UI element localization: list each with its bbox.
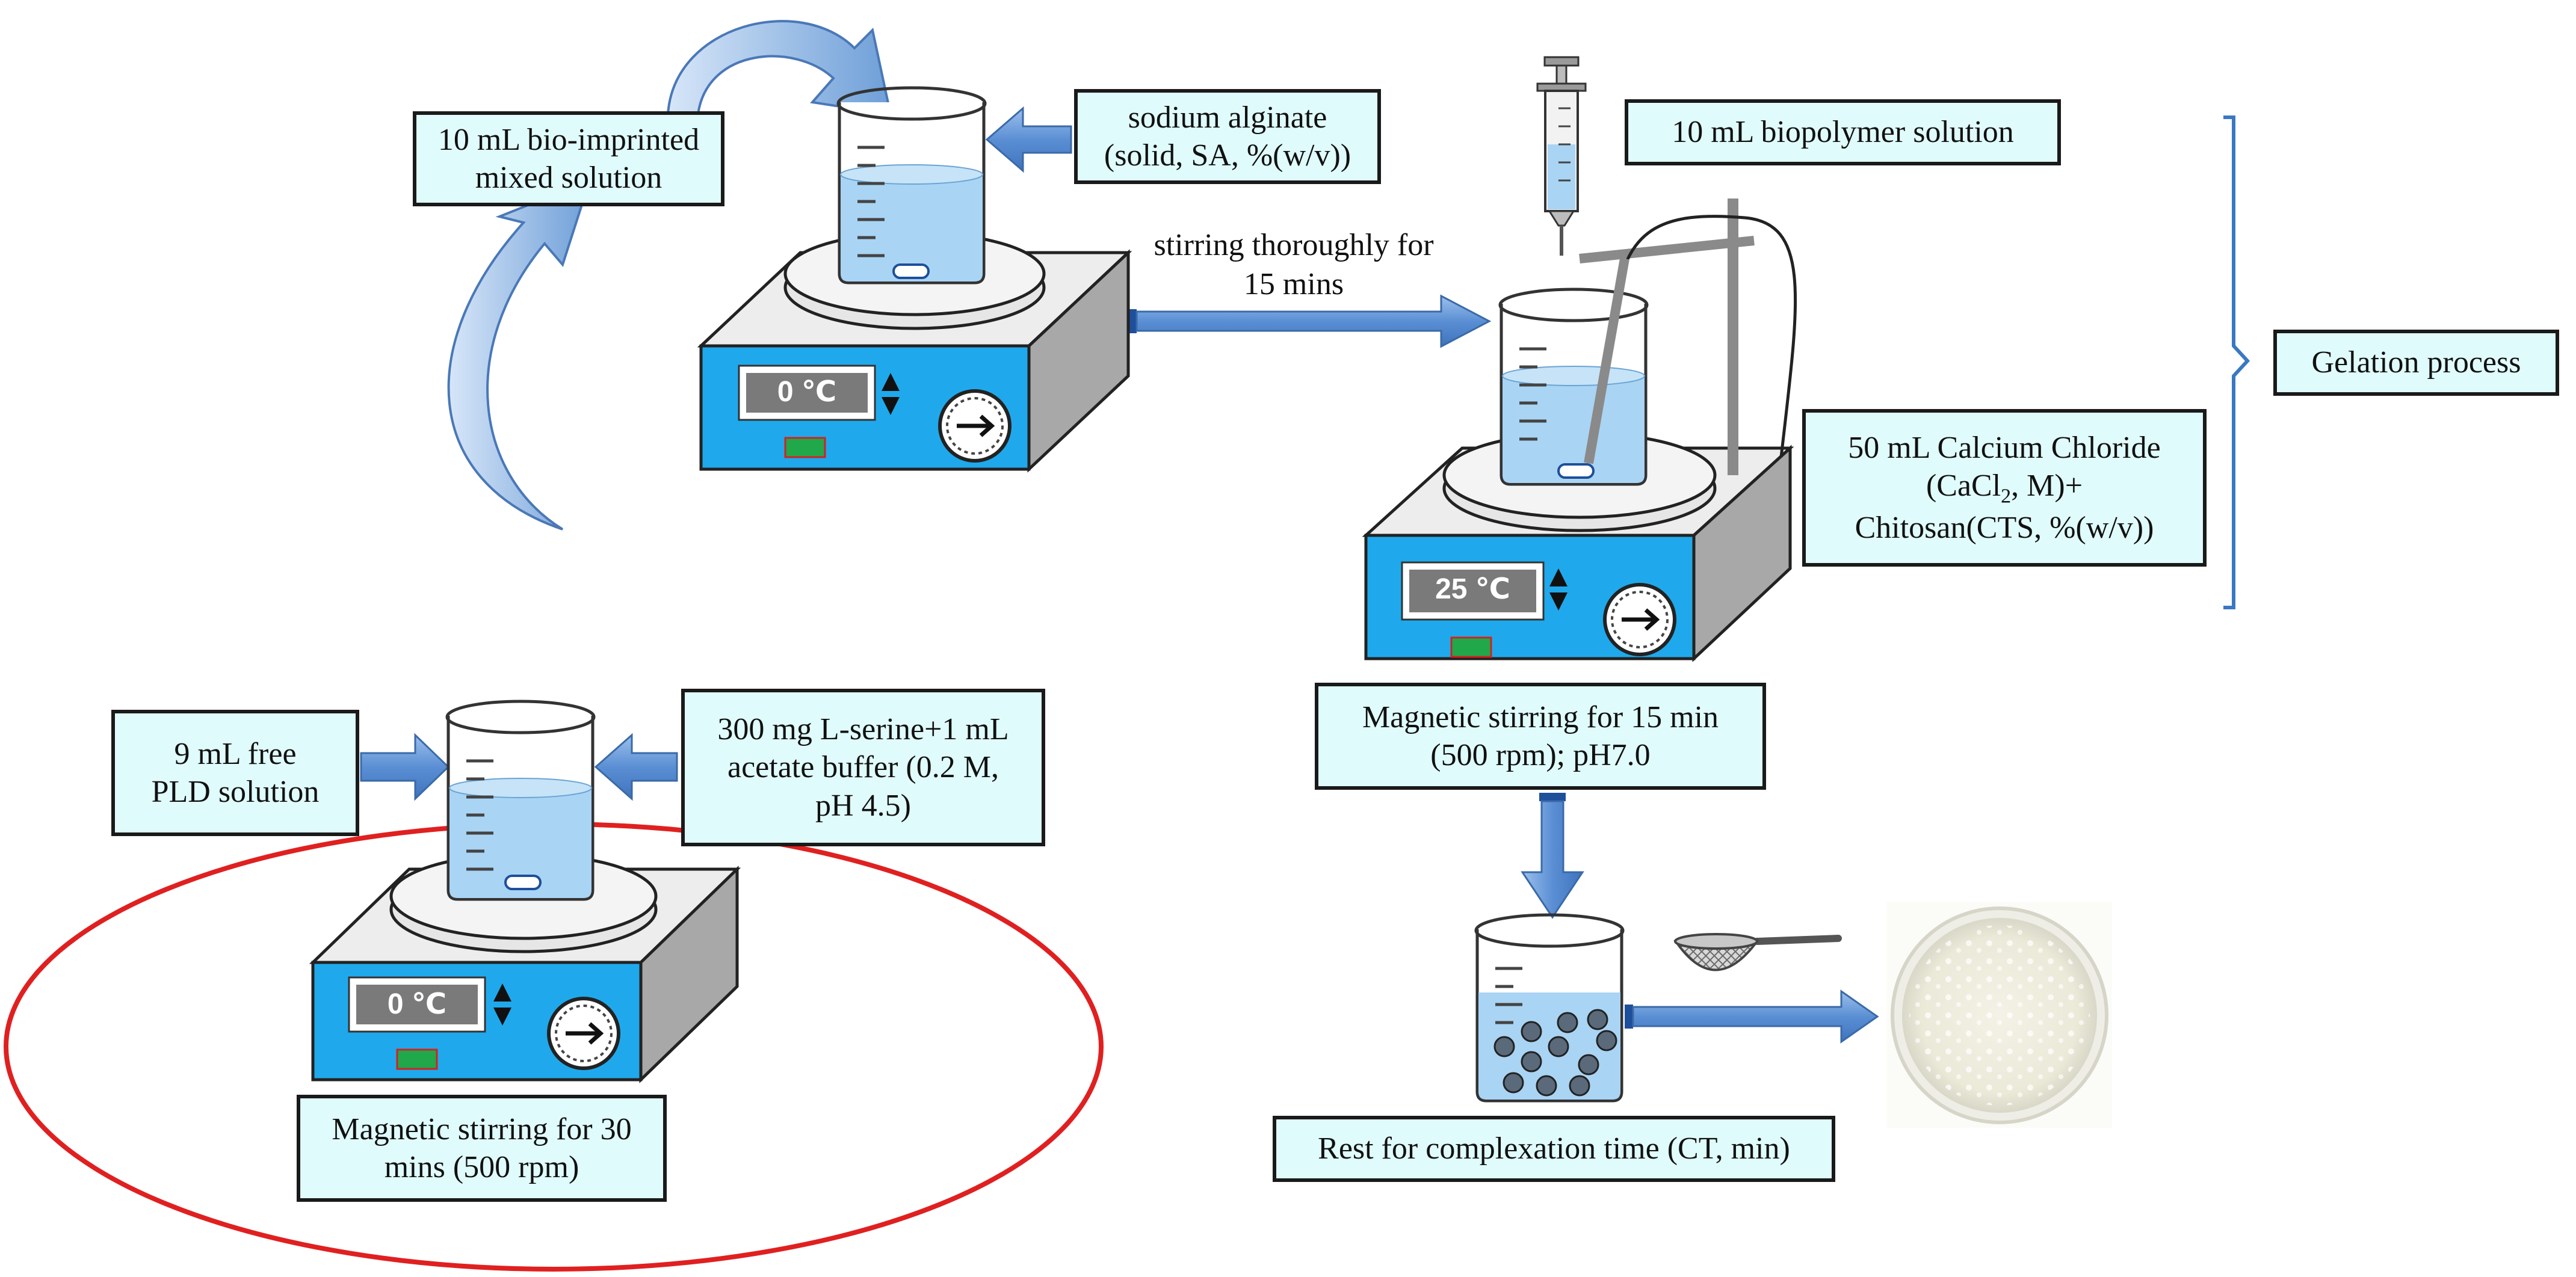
syringe	[1536, 56, 1587, 256]
gelation-label: Gelation process	[2273, 330, 2559, 396]
magnetic-30-line2: mins (500 rpm)	[384, 1150, 579, 1184]
calcium-chloride-line2: (CaCl2, M)+	[1926, 469, 2083, 508]
magnetic-15-line1: Magnetic stirring for 15 min	[1362, 700, 1719, 734]
magnetic-stirring-15-label: Magnetic stirring for 15 min (500 rpm); …	[1315, 683, 1766, 790]
arrow-down-cap	[1539, 793, 1566, 801]
magnetic-stirring-30-label: Magnetic stirring for 30 mins (500 rpm)	[297, 1095, 667, 1202]
sodium-alginate-label: sodium alginate (solid, SA, %(w/v))	[1074, 89, 1381, 184]
calcium-chloride-label: 50 mL Calcium Chloride (CaCl2, M)+ Chito…	[1802, 409, 2207, 567]
calcium-chloride-line1: 50 mL Calcium Chloride	[1848, 430, 2161, 465]
beaker-top	[836, 86, 987, 285]
beaker-right	[1498, 198, 1797, 486]
free-pld-line1: 9 mL free	[174, 736, 297, 771]
arrow-beads-to-dish	[1632, 989, 1879, 1044]
stirring-thoroughly-line2: 15 mins	[1243, 267, 1344, 301]
arrow-serine-to-beaker	[594, 733, 678, 801]
temp-readout-left: 0 ℃	[387, 988, 447, 1020]
curve-arrow-over	[666, 20, 892, 116]
beaker-left	[445, 700, 596, 901]
rest-complexation-text: Rest for complexation time (CT, min)	[1318, 1131, 1790, 1166]
calcium-chloride-line3: Chitosan(CTS, %(w/v))	[1855, 510, 2154, 545]
temp-readout-right: 25 ℃	[1435, 573, 1510, 605]
stirring-thoroughly-text: stirring thoroughly for 15 mins	[1125, 226, 1462, 304]
l-serine-line2: acetate buffer (0.2 M,	[727, 750, 999, 785]
sodium-alginate-line2: (solid, SA, %(w/v))	[1104, 138, 1351, 173]
l-serine-label: 300 mg L-serine+1 mL acetate buffer (0.2…	[681, 689, 1045, 846]
arrow-sa-to-beaker	[985, 106, 1072, 173]
temp-readout-top: 0 ℃	[777, 376, 837, 408]
arrow-down-to-rest	[1521, 800, 1584, 919]
curve-arrow-up	[447, 178, 592, 531]
magnetic-30-line1: Magnetic stirring for 30	[332, 1112, 632, 1146]
gelation-bracket	[2223, 115, 2250, 609]
rest-complexation-label: Rest for complexation time (CT, min)	[1273, 1116, 1835, 1182]
bio-imprinted-line2: mixed solution	[475, 161, 663, 195]
arrow-pld-to-beaker	[360, 733, 450, 801]
hotplate-stirrer-left	[309, 852, 741, 1083]
beaker-beads	[1474, 913, 1625, 1103]
sodium-alginate-line1: sodium alginate	[1128, 100, 1327, 135]
magnetic-15-line2: (500 rpm); pH7.0	[1430, 738, 1651, 772]
bio-imprinted-line1: 10 mL bio-imprinted	[437, 122, 700, 157]
free-pld-label: 9 mL free PLD solution	[111, 710, 359, 836]
arrow-top-to-right	[1135, 294, 1492, 348]
bio-imprinted-label: 10 mL bio-imprinted mixed solution	[413, 111, 724, 206]
arrow-right-cap	[1625, 1005, 1633, 1029]
l-serine-line1: 300 mg L-serine+1 mL	[717, 712, 1009, 746]
petri-dish-photo	[1886, 902, 2112, 1128]
l-serine-line3: pH 4.5)	[815, 788, 911, 823]
arrow-tail-cap	[1128, 309, 1137, 333]
free-pld-line2: PLD solution	[151, 775, 320, 809]
biopolymer-text: 10 mL biopolymer solution	[1672, 115, 2014, 150]
stirring-thoroughly-line1: stirring thoroughly for	[1154, 228, 1434, 262]
strainer	[1673, 933, 1842, 971]
gelation-text: Gelation process	[2311, 345, 2521, 380]
biopolymer-label: 10 mL biopolymer solution	[1625, 99, 2061, 165]
